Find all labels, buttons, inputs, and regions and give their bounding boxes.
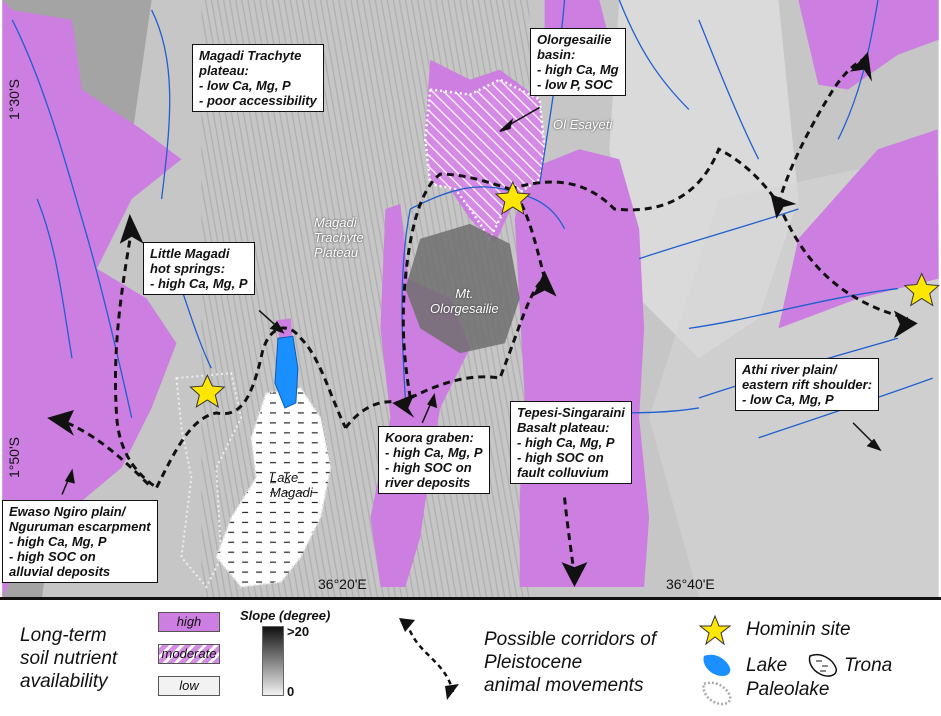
- paleolake-outline: [175, 372, 243, 589]
- legend-slope-max: >20: [287, 624, 310, 639]
- callout-koora-graben: Koora graben: - high Ca, Mg, P - high SO…: [378, 426, 490, 494]
- place-ol-esayeti: Ol Esayeti: [553, 117, 613, 132]
- hominin-star-magadi: [189, 373, 226, 409]
- legend-paleolake-icon: [702, 681, 732, 706]
- slope-gradient-bar: [262, 626, 284, 696]
- legend-corridors-text: Possible corridors of Pleistocene animal…: [484, 629, 657, 696]
- hominin-star-east: [903, 272, 940, 307]
- callout-athi-river: Athi river plain/ eastern rift shoulder:…: [735, 358, 880, 411]
- legend-lake-text: Lake: [746, 655, 788, 676]
- callout-magadi-trachyte: Magadi Trachyte plateau: - low Ca, Mg, P…: [192, 44, 324, 112]
- place-lake-magadi: Lake Magadi: [270, 470, 313, 500]
- callout-little-magadi: Little Magadi hot springs: - high Ca, Mg…: [143, 242, 255, 295]
- place-magadi-plateau: Magadi Trachyte Plateau: [314, 215, 364, 260]
- callout-pointers: [61, 106, 882, 495]
- legend-low-swatch: low: [158, 676, 220, 696]
- lat-label-bottom: 1°50'S: [6, 437, 22, 478]
- legend-star-icon: [698, 614, 732, 646]
- legend-lake-icon: [703, 654, 731, 676]
- callout-tepesi-singaraini: Tepesi-Singaraini Basalt plateau: - high…: [510, 401, 632, 484]
- little-magadi-lake: [274, 335, 299, 409]
- legend-availability-title: Long-term soil nutrient availability: [20, 625, 118, 692]
- lat-label-top: 1°30'S: [6, 79, 22, 120]
- legend-high-swatch: high: [158, 612, 220, 632]
- lake-magadi-trona: [215, 386, 332, 589]
- place-mt-olorgesailie: Mt. Olorgesailie: [430, 286, 499, 316]
- legend-hominin-text: Hominin site: [746, 619, 851, 640]
- lon-label-left: 36°20'E: [318, 576, 367, 592]
- callout-ewaso-ngiro: Ewaso Ngiro plain/ Nguruman escarpment -…: [2, 500, 158, 583]
- legend-trona-icon: [808, 654, 837, 677]
- legend-slope-title: Slope (degree): [240, 608, 331, 623]
- legend-paleolake-text: Paleolake: [746, 679, 830, 700]
- hominin-star-olorgesailie: [494, 180, 531, 216]
- legend: Long-term soil nutrient availability hig…: [0, 600, 941, 716]
- lon-label-right: 36°40'E: [666, 576, 715, 592]
- hominin-sites: [189, 180, 940, 409]
- legend-corridor-arrow-icon: [399, 618, 459, 700]
- legend-slope-min: 0: [287, 684, 295, 699]
- corridor-arrowheads: [47, 51, 918, 588]
- legend-moderate-swatch: moderate: [158, 644, 220, 664]
- callout-olorgesailie-basin: Olorgesailie basin: - high Ca, Mg - low …: [530, 28, 626, 96]
- legend-trona-text: Trona: [844, 655, 893, 676]
- mt-olorgesailie-relief: [405, 223, 520, 354]
